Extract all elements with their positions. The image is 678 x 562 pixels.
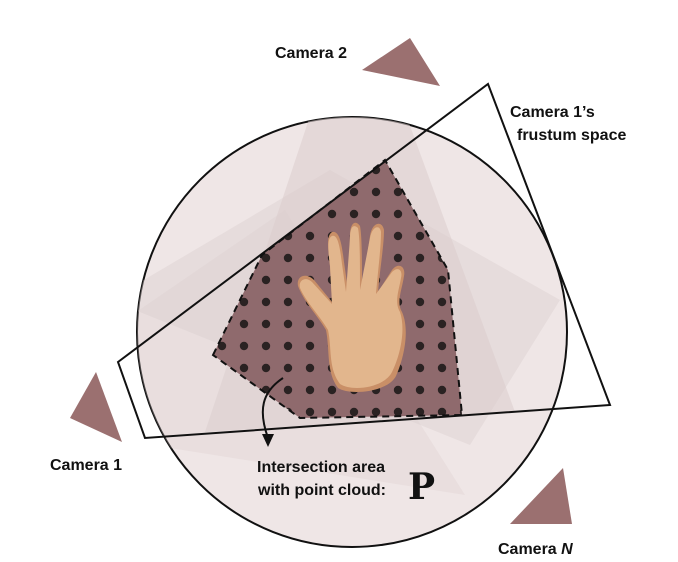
point-cloud-dot: [196, 166, 204, 174]
point-cloud-dot: [437, 319, 447, 329]
point-cloud-dot: [437, 297, 447, 307]
point-cloud-dot: [437, 275, 447, 285]
point-cloud-dot: [239, 297, 249, 307]
point-cloud-dot: [437, 341, 447, 351]
point-cloud-dot: [305, 341, 315, 351]
point-cloud-dot: [261, 275, 271, 285]
point-cloud-dot: [283, 363, 293, 373]
intersection-label-line2: with point cloud:: [257, 482, 386, 499]
point-cloud-dot: [415, 297, 425, 307]
point-cloud-dot: [327, 407, 337, 417]
camera-1-icon: [70, 372, 122, 442]
point-cloud-dot: [415, 341, 425, 351]
point-cloud-dot: [393, 231, 403, 241]
camera-2-label: Camera 2: [275, 45, 347, 62]
point-cloud-dot: [415, 385, 425, 395]
point-cloud-dot: [261, 363, 271, 373]
point-cloud-dot: [217, 341, 227, 351]
point-cloud-dot: [437, 407, 447, 417]
point-cloud-dot: [239, 363, 249, 373]
point-cloud-dot: [261, 297, 271, 307]
hand-image: [297, 222, 406, 392]
point-cloud-dot: [371, 407, 381, 417]
point-cloud-dot: [283, 253, 293, 263]
point-cloud-dot: [305, 319, 315, 329]
point-cloud-dot: [437, 385, 447, 395]
point-cloud-dot: [437, 363, 447, 373]
camera-2-icon: [362, 38, 440, 86]
camera-1-label: Camera 1: [50, 457, 122, 474]
point-cloud-dot: [261, 341, 271, 351]
intersection-label-line1: Intersection area: [257, 459, 385, 476]
point-cloud-dot: [393, 407, 403, 417]
point-cloud-dot: [283, 275, 293, 285]
curved-arrow-icon: [261, 377, 284, 439]
point-cloud-dot: [305, 231, 315, 241]
point-cloud-symbol: P: [408, 466, 435, 508]
point-cloud-dot: [305, 407, 315, 417]
point-cloud-dot: [393, 253, 403, 263]
point-cloud-dot: [393, 385, 403, 395]
point-cloud-dot: [371, 187, 381, 197]
point-cloud-dot: [349, 407, 359, 417]
camera-n-label: Camera N: [498, 541, 573, 558]
point-cloud-dot: [415, 275, 425, 285]
camera-1-frustum: [116, 82, 612, 440]
camera-n-label-prefix: Camera: [498, 541, 561, 558]
point-cloud-dot: [305, 363, 315, 373]
point-cloud-dot: [393, 187, 403, 197]
point-cloud-dot: [371, 209, 381, 219]
camera-n-icon: [510, 468, 572, 524]
point-cloud-dot: [283, 385, 293, 395]
point-cloud-dot: [283, 319, 293, 329]
point-cloud-dot: [305, 385, 315, 395]
point-cloud-dot: [239, 341, 249, 351]
point-cloud-dot: [349, 209, 359, 219]
point-cloud-dot: [327, 209, 337, 219]
point-cloud-dot: [415, 231, 425, 241]
point-cloud-dot: [261, 253, 271, 263]
point-cloud-dot: [349, 187, 359, 197]
point-cloud-dot: [261, 319, 271, 329]
arrow-head-icon: [262, 434, 274, 447]
point-cloud-dot: [283, 341, 293, 351]
point-cloud-dot: [415, 319, 425, 329]
point-cloud-dot: [283, 297, 293, 307]
point-cloud-dot: [415, 363, 425, 373]
point-cloud-dot: [327, 385, 337, 395]
camera-n-label-italic: N: [561, 541, 573, 558]
point-cloud-dot: [239, 319, 249, 329]
frustum-label-line2: frustum space: [517, 127, 626, 144]
point-cloud-dot: [415, 253, 425, 263]
frustum-label-line1: Camera 1’s: [510, 104, 595, 121]
point-cloud-dot: [305, 253, 315, 263]
point-cloud-dot: [415, 407, 425, 417]
point-cloud-dot: [393, 209, 403, 219]
